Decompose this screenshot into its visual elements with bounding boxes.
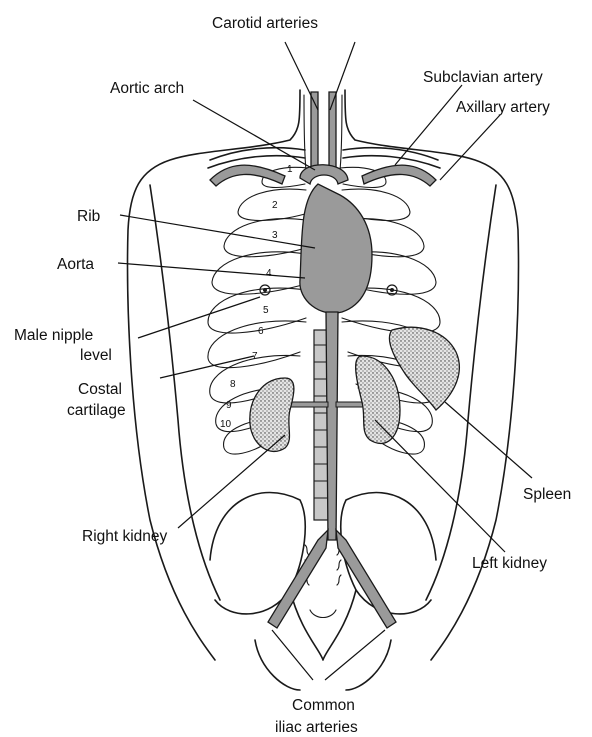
rib-number-3: 3 (272, 230, 278, 241)
label-rib: Rib (77, 208, 100, 225)
label-cartilage: cartilage (67, 402, 126, 419)
rib-number-9: 9 (226, 400, 232, 411)
iliac-arteries (268, 530, 396, 628)
renal-arteries (284, 402, 370, 407)
label-right-kidney: Right kidney (82, 528, 168, 545)
label-aortic-arch: Aortic arch (110, 80, 184, 97)
label-subclavian-artery: Subclavian artery (423, 69, 543, 86)
rib-number-5: 5 (263, 305, 269, 316)
label-level: level (80, 347, 112, 364)
rib-number-2: 2 (272, 200, 278, 211)
rib-number-4: 4 (266, 268, 272, 279)
carotid-arteries (304, 92, 342, 175)
left-kidney-shape (356, 356, 400, 443)
label-left-kidney: Left kidney (472, 555, 547, 572)
heart-aorta (300, 165, 372, 540)
label-axillary-artery: Axillary artery (456, 99, 550, 116)
spleen-shape (389, 327, 459, 410)
rib-number-6: 6 (258, 326, 264, 337)
pelvis (210, 493, 436, 691)
rib-number-1: 1 (287, 164, 293, 175)
label-male-nipple: Male nipple (14, 327, 93, 344)
label-costal: Costal (78, 381, 122, 398)
label-aorta: Aorta (57, 256, 94, 273)
rib-number-8: 8 (230, 379, 236, 390)
label-carotid-arteries: Carotid arteries (212, 15, 318, 32)
rib-number-10: 10 (220, 419, 232, 430)
right-kidney-shape (250, 378, 294, 451)
label-spleen: Spleen (523, 486, 571, 503)
label-iliac-arteries: iliac arteries (275, 719, 358, 736)
label-common: Common (292, 697, 355, 714)
